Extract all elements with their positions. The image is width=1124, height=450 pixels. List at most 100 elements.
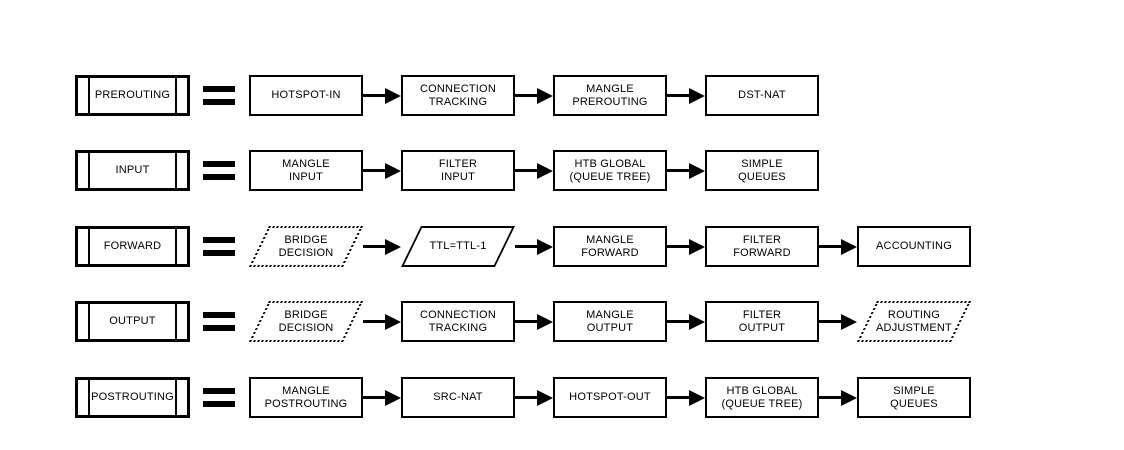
arrow-icon — [667, 389, 705, 406]
node-label: HTB GLOBAL (QUEUE TREE) — [569, 158, 651, 183]
node-htb-global-queue-tree: HTB GLOBAL (QUEUE TREE) — [553, 150, 667, 191]
node-hotspot-out: HOTSPOT-OUT — [553, 377, 667, 418]
node-label: CONNECTION TRACKING — [420, 309, 496, 334]
arrow-head — [385, 162, 401, 179]
arrow-icon — [515, 87, 553, 104]
equals-icon — [203, 388, 235, 407]
arrow-icon — [667, 238, 705, 255]
node-label: FILTER INPUT — [438, 158, 478, 183]
chain-label: INPUT — [115, 164, 150, 177]
chain-box-input: INPUT — [75, 150, 190, 191]
arrow-shaft — [515, 320, 537, 323]
node-label: SIMPLE QUEUES — [738, 158, 786, 183]
node-label: MANGLE INPUT — [282, 158, 330, 183]
arrow-head — [537, 87, 553, 104]
node-simple-queues: SIMPLE QUEUES — [705, 150, 819, 191]
arrow-shaft — [363, 320, 385, 323]
node-label: ROUTING ADJUSTMENT — [876, 309, 952, 334]
equals-bottom-bar — [203, 174, 235, 180]
arrow-icon — [515, 313, 553, 330]
chain-box-left-bar — [88, 78, 90, 113]
node-mangle-forward: MANGLE FORWARD — [553, 226, 667, 267]
equals-top-bar — [203, 86, 235, 92]
arrow-icon — [515, 389, 553, 406]
arrow-icon — [363, 313, 401, 330]
arrow-shaft — [515, 396, 537, 399]
node-mangle-postrouting: MANGLE POSTROUTING — [249, 377, 363, 418]
arrow-icon — [515, 162, 553, 179]
arrow-shaft — [363, 245, 385, 248]
arrow-shaft — [363, 169, 385, 172]
node-label: TTL=TTL-1 — [429, 240, 487, 253]
arrow-head — [385, 389, 401, 406]
node-hotspot-in: HOTSPOT-IN — [249, 75, 363, 116]
arrow-shaft — [363, 396, 385, 399]
arrow-head — [689, 162, 705, 179]
chain-box-right-bar — [175, 304, 177, 339]
arrow-shaft — [667, 169, 689, 172]
chain-box-left-bar — [88, 380, 90, 415]
equals-bottom-bar — [203, 99, 235, 105]
equals-icon — [203, 312, 235, 331]
node-label: FILTER FORWARD — [733, 234, 791, 259]
arrow-icon — [363, 238, 401, 255]
node-routing-adjustment: ROUTING ADJUSTMENT — [857, 301, 971, 342]
equals-bottom-bar — [203, 401, 235, 407]
node-label: HOTSPOT-IN — [271, 89, 341, 102]
arrow-head — [841, 238, 857, 255]
arrow-shaft — [515, 245, 537, 248]
arrow-head — [537, 313, 553, 330]
node-dst-nat: DST-NAT — [705, 75, 819, 116]
chain-row-input: INPUT MANGLE INPUT FILTER INPUT HTB GLOBAL … — [75, 150, 819, 191]
node-src-nat: SRC-NAT — [401, 377, 515, 418]
node-label: MANGLE PREROUTING — [572, 83, 648, 108]
node-filter-output: FILTER OUTPUT — [705, 301, 819, 342]
node-label: CONNECTION TRACKING — [420, 83, 496, 108]
chain-box-left-bar — [88, 304, 90, 339]
node-accounting: ACCOUNTING — [857, 226, 971, 267]
node-label: SRC-NAT — [433, 391, 483, 404]
arrow-head — [689, 238, 705, 255]
arrow-icon — [819, 389, 857, 406]
node-label: MANGLE OUTPUT — [586, 309, 634, 334]
arrow-icon — [819, 313, 857, 330]
chain-label: OUTPUT — [109, 315, 156, 328]
arrow-head — [689, 87, 705, 104]
equals-icon — [203, 86, 235, 105]
node-label: SIMPLE QUEUES — [890, 385, 938, 410]
node-mangle-input: MANGLE INPUT — [249, 150, 363, 191]
arrow-shaft — [667, 320, 689, 323]
arrow-icon — [363, 389, 401, 406]
node-label: MANGLE FORWARD — [581, 234, 639, 259]
arrow-head — [841, 313, 857, 330]
node-label: DST-NAT — [738, 89, 786, 102]
equals-top-bar — [203, 312, 235, 318]
arrow-head — [537, 389, 553, 406]
equals-top-bar — [203, 388, 235, 394]
node-label: ACCOUNTING — [876, 240, 952, 253]
node-htb-global-queue-tree: HTB GLOBAL (QUEUE TREE) — [705, 377, 819, 418]
equals-top-bar — [203, 237, 235, 243]
arrow-icon — [363, 87, 401, 104]
node-mangle-output: MANGLE OUTPUT — [553, 301, 667, 342]
equals-top-bar — [203, 161, 235, 167]
arrow-shaft — [819, 320, 841, 323]
chain-box-right-bar — [175, 380, 177, 415]
arrow-icon — [819, 238, 857, 255]
arrow-head — [537, 162, 553, 179]
chain-row-forward: FORWARD BRIDGE DECISION TTL=TTL-1 MANGLE FO… — [75, 226, 971, 267]
arrow-shaft — [667, 396, 689, 399]
arrow-shaft — [515, 169, 537, 172]
arrow-shaft — [819, 396, 841, 399]
chain-box-left-bar — [88, 229, 90, 264]
node-label: MANGLE POSTROUTING — [264, 385, 348, 410]
node-simple-queues: SIMPLE QUEUES — [857, 377, 971, 418]
chain-box-right-bar — [175, 78, 177, 113]
chain-box-forward: FORWARD — [75, 226, 190, 267]
arrow-icon — [363, 162, 401, 179]
chain-box-output: OUTPUT — [75, 301, 190, 342]
arrow-shaft — [363, 94, 385, 97]
node-bridge-decision: BRIDGE DECISION — [249, 226, 363, 267]
